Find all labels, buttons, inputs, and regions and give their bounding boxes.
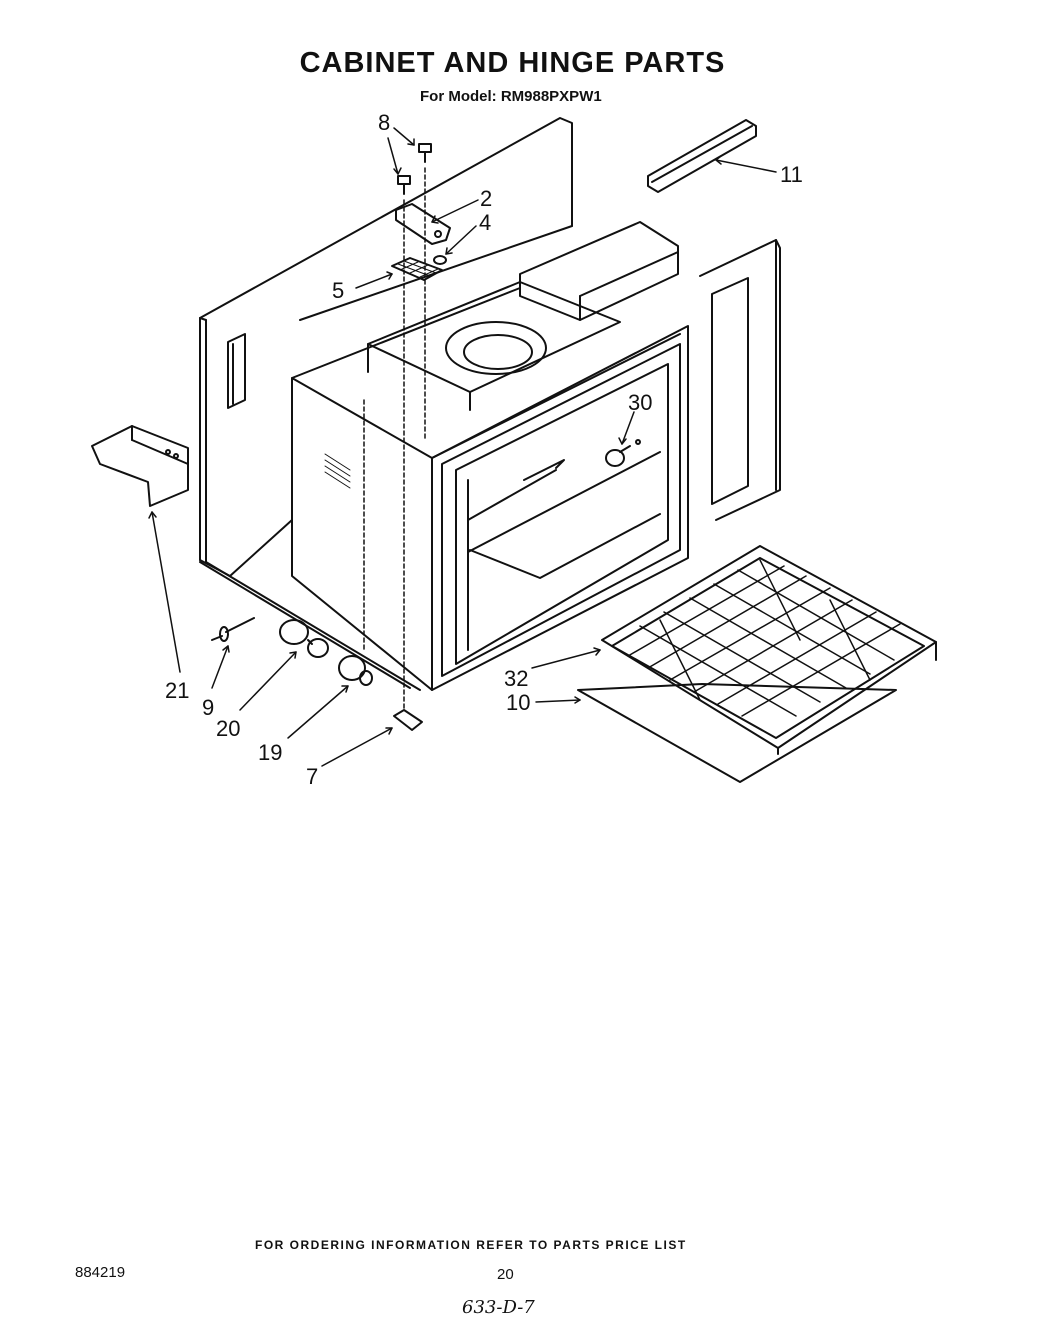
model-subtitle: For Model: RM988PXPW1 <box>420 88 602 105</box>
callout-30: 30 <box>628 390 652 415</box>
callout-8: 8 <box>378 110 390 135</box>
part-10-mat <box>577 683 897 783</box>
part-8-screws <box>397 143 432 195</box>
part-20-bulb <box>279 619 329 658</box>
page-title: CABINET AND HINGE PARTS <box>299 47 726 79</box>
callout-20: 20 <box>216 716 240 741</box>
left-panel-slot <box>227 333 246 409</box>
document-number: 884219 <box>75 1264 126 1281</box>
part-30-knob <box>605 439 641 467</box>
callout-19: 19 <box>258 740 282 765</box>
part-9-fastener <box>211 617 255 642</box>
callout-2: 2 <box>480 186 492 211</box>
part-4-washer <box>433 255 447 265</box>
callout-5: 5 <box>332 278 344 303</box>
callout-7: 7 <box>306 764 318 789</box>
page-number: 20 <box>497 1266 514 1283</box>
top-housing <box>367 221 679 411</box>
part-32-rack <box>601 545 937 755</box>
part-11-strip <box>647 119 757 193</box>
callout-21: 21 <box>165 678 189 703</box>
ordering-note: FOR ORDERING INFORMATION REFER TO PARTS … <box>255 1238 687 1252</box>
oven-cavity <box>291 287 689 691</box>
callout-4: 4 <box>479 210 491 235</box>
part-21-bracket <box>91 425 189 507</box>
callout-9: 9 <box>202 695 214 720</box>
callout-10: 10 <box>506 690 530 715</box>
part-19-socket <box>338 655 373 686</box>
callout-labels: 8 2 4 11 5 30 21 9 20 19 7 32 10 <box>165 110 803 789</box>
callout-32: 32 <box>504 666 528 691</box>
part-2-hinge <box>395 203 451 245</box>
callout-leaders <box>148 127 777 767</box>
callout-11: 11 <box>780 162 803 187</box>
handwritten-code: 633-D-7 <box>462 1297 535 1318</box>
part-7-hinge <box>393 709 423 731</box>
